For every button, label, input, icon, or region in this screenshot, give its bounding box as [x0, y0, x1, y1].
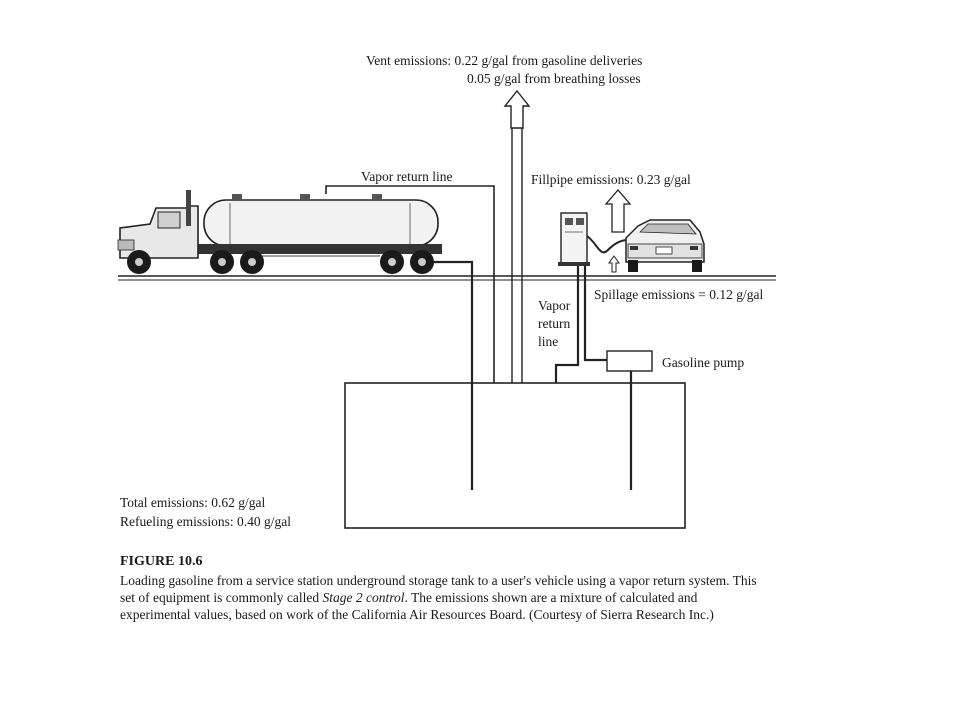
vent-arrow-icon: [503, 89, 531, 129]
spillage-emissions-label: Spillage emissions = 0.12 g/gal: [594, 287, 764, 302]
vapor-return-line-dispenser: [554, 266, 580, 383]
caption-text-a: Loading gasoline from a service station …: [120, 573, 757, 605]
tanker-truck-icon: [117, 190, 442, 274]
figure-caption: FIGURE 10.6 Loading gasoline from a serv…: [120, 553, 770, 623]
figure-caption-text: Loading gasoline from a service station …: [120, 572, 770, 623]
vent-emissions-label: Vent emissions: 0.22 g/gal from gasoline…: [366, 53, 643, 68]
fillpipe-emissions-label: Fillpipe emissions: 0.23 g/gal: [531, 172, 691, 187]
caption-text-b: . The emissions shown are a mixture of c…: [120, 590, 714, 622]
car-icon: [625, 219, 705, 272]
breathing-losses-label: 0.05 g/gal from breathing losses: [467, 71, 641, 86]
gasoline-pump-box: [606, 350, 653, 372]
caption-text-em: Stage 2 control: [322, 590, 405, 605]
underground-storage-tank: [344, 382, 686, 529]
spillage-arrow-icon: [608, 255, 620, 273]
vapor-right-label-2: return: [538, 316, 571, 331]
vapor-right-label-1: Vapor: [538, 298, 571, 313]
ground-line: [118, 275, 776, 281]
refueling-emissions-label: Refueling emissions: 0.40 g/gal: [120, 514, 291, 529]
vapor-return-line-truck: [325, 185, 495, 383]
total-emissions-label: Total emissions: 0.62 g/gal: [120, 495, 266, 510]
vapor-right-label-3: line: [538, 334, 559, 349]
figure-title: FIGURE 10.6: [120, 554, 203, 569]
gasoline-pump-label: Gasoline pump: [662, 355, 745, 370]
vapor-return-line-top-label: Vapor return line: [361, 169, 453, 184]
delivery-fill-line: [428, 260, 474, 490]
dispenser-icon: [558, 212, 629, 266]
vent-pipe: [511, 128, 523, 383]
product-supply-line: [583, 266, 607, 362]
fillpipe-arrow-icon: [604, 189, 632, 233]
